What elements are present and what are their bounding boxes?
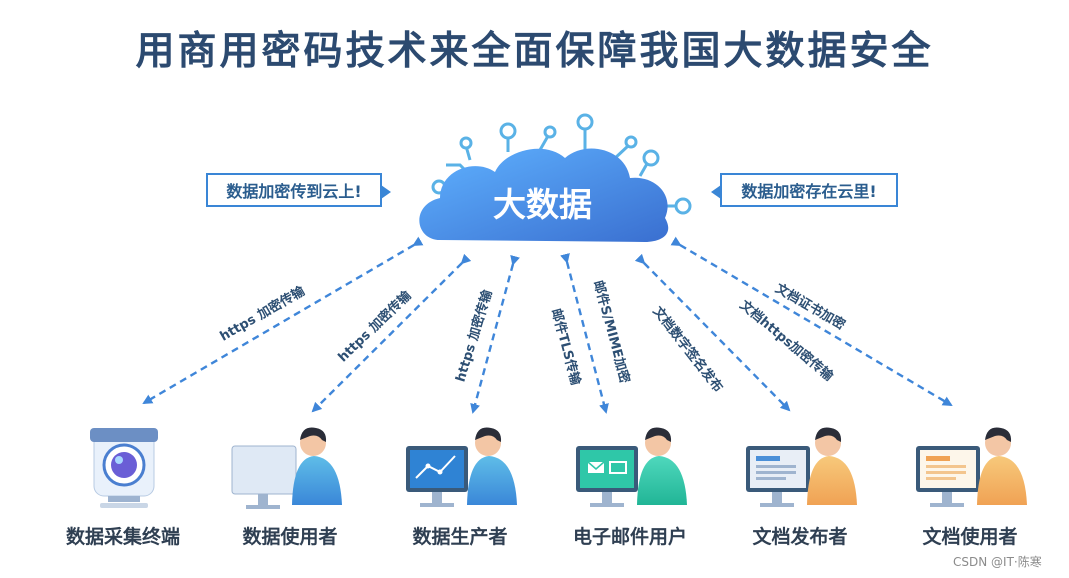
big-data-cloud [419, 148, 669, 242]
watermark: CSDN @IT·陈寒 [953, 555, 1042, 569]
arrow-doc-user [670, 236, 953, 407]
node-label-email-user: 电子邮件用户 [572, 526, 687, 548]
user-monitor-icon [231, 427, 342, 509]
arrow-email-user [560, 252, 609, 414]
arrow-data-user [311, 253, 472, 413]
user-chart-icon [406, 427, 517, 507]
node-label-data-user: 数据使用者 [242, 526, 338, 548]
arrow-data-producer [470, 254, 520, 414]
user-document-icon [746, 427, 857, 507]
cloud-label: 大数据 [493, 185, 592, 224]
node-label-doc-publisher: 文档发布者 [752, 526, 848, 548]
camera-icon [90, 428, 158, 508]
user-email-icon [576, 427, 687, 507]
node-label-camera: 数据采集终端 [65, 526, 180, 548]
cloud-antenna-icon [431, 113, 692, 215]
page-title: 用商用密码技术来全面保障我国大数据安全 [135, 29, 934, 74]
node-label-data-producer: 数据生产者 [412, 526, 508, 548]
user-document-reader-icon [916, 427, 1027, 507]
arrow-group [142, 236, 953, 414]
callout-left: 数据加密传到云上! [206, 173, 391, 207]
node-label-doc-user: 文档使用者 [922, 526, 1018, 548]
callout-right: 数据加密存在云里! [711, 173, 898, 207]
